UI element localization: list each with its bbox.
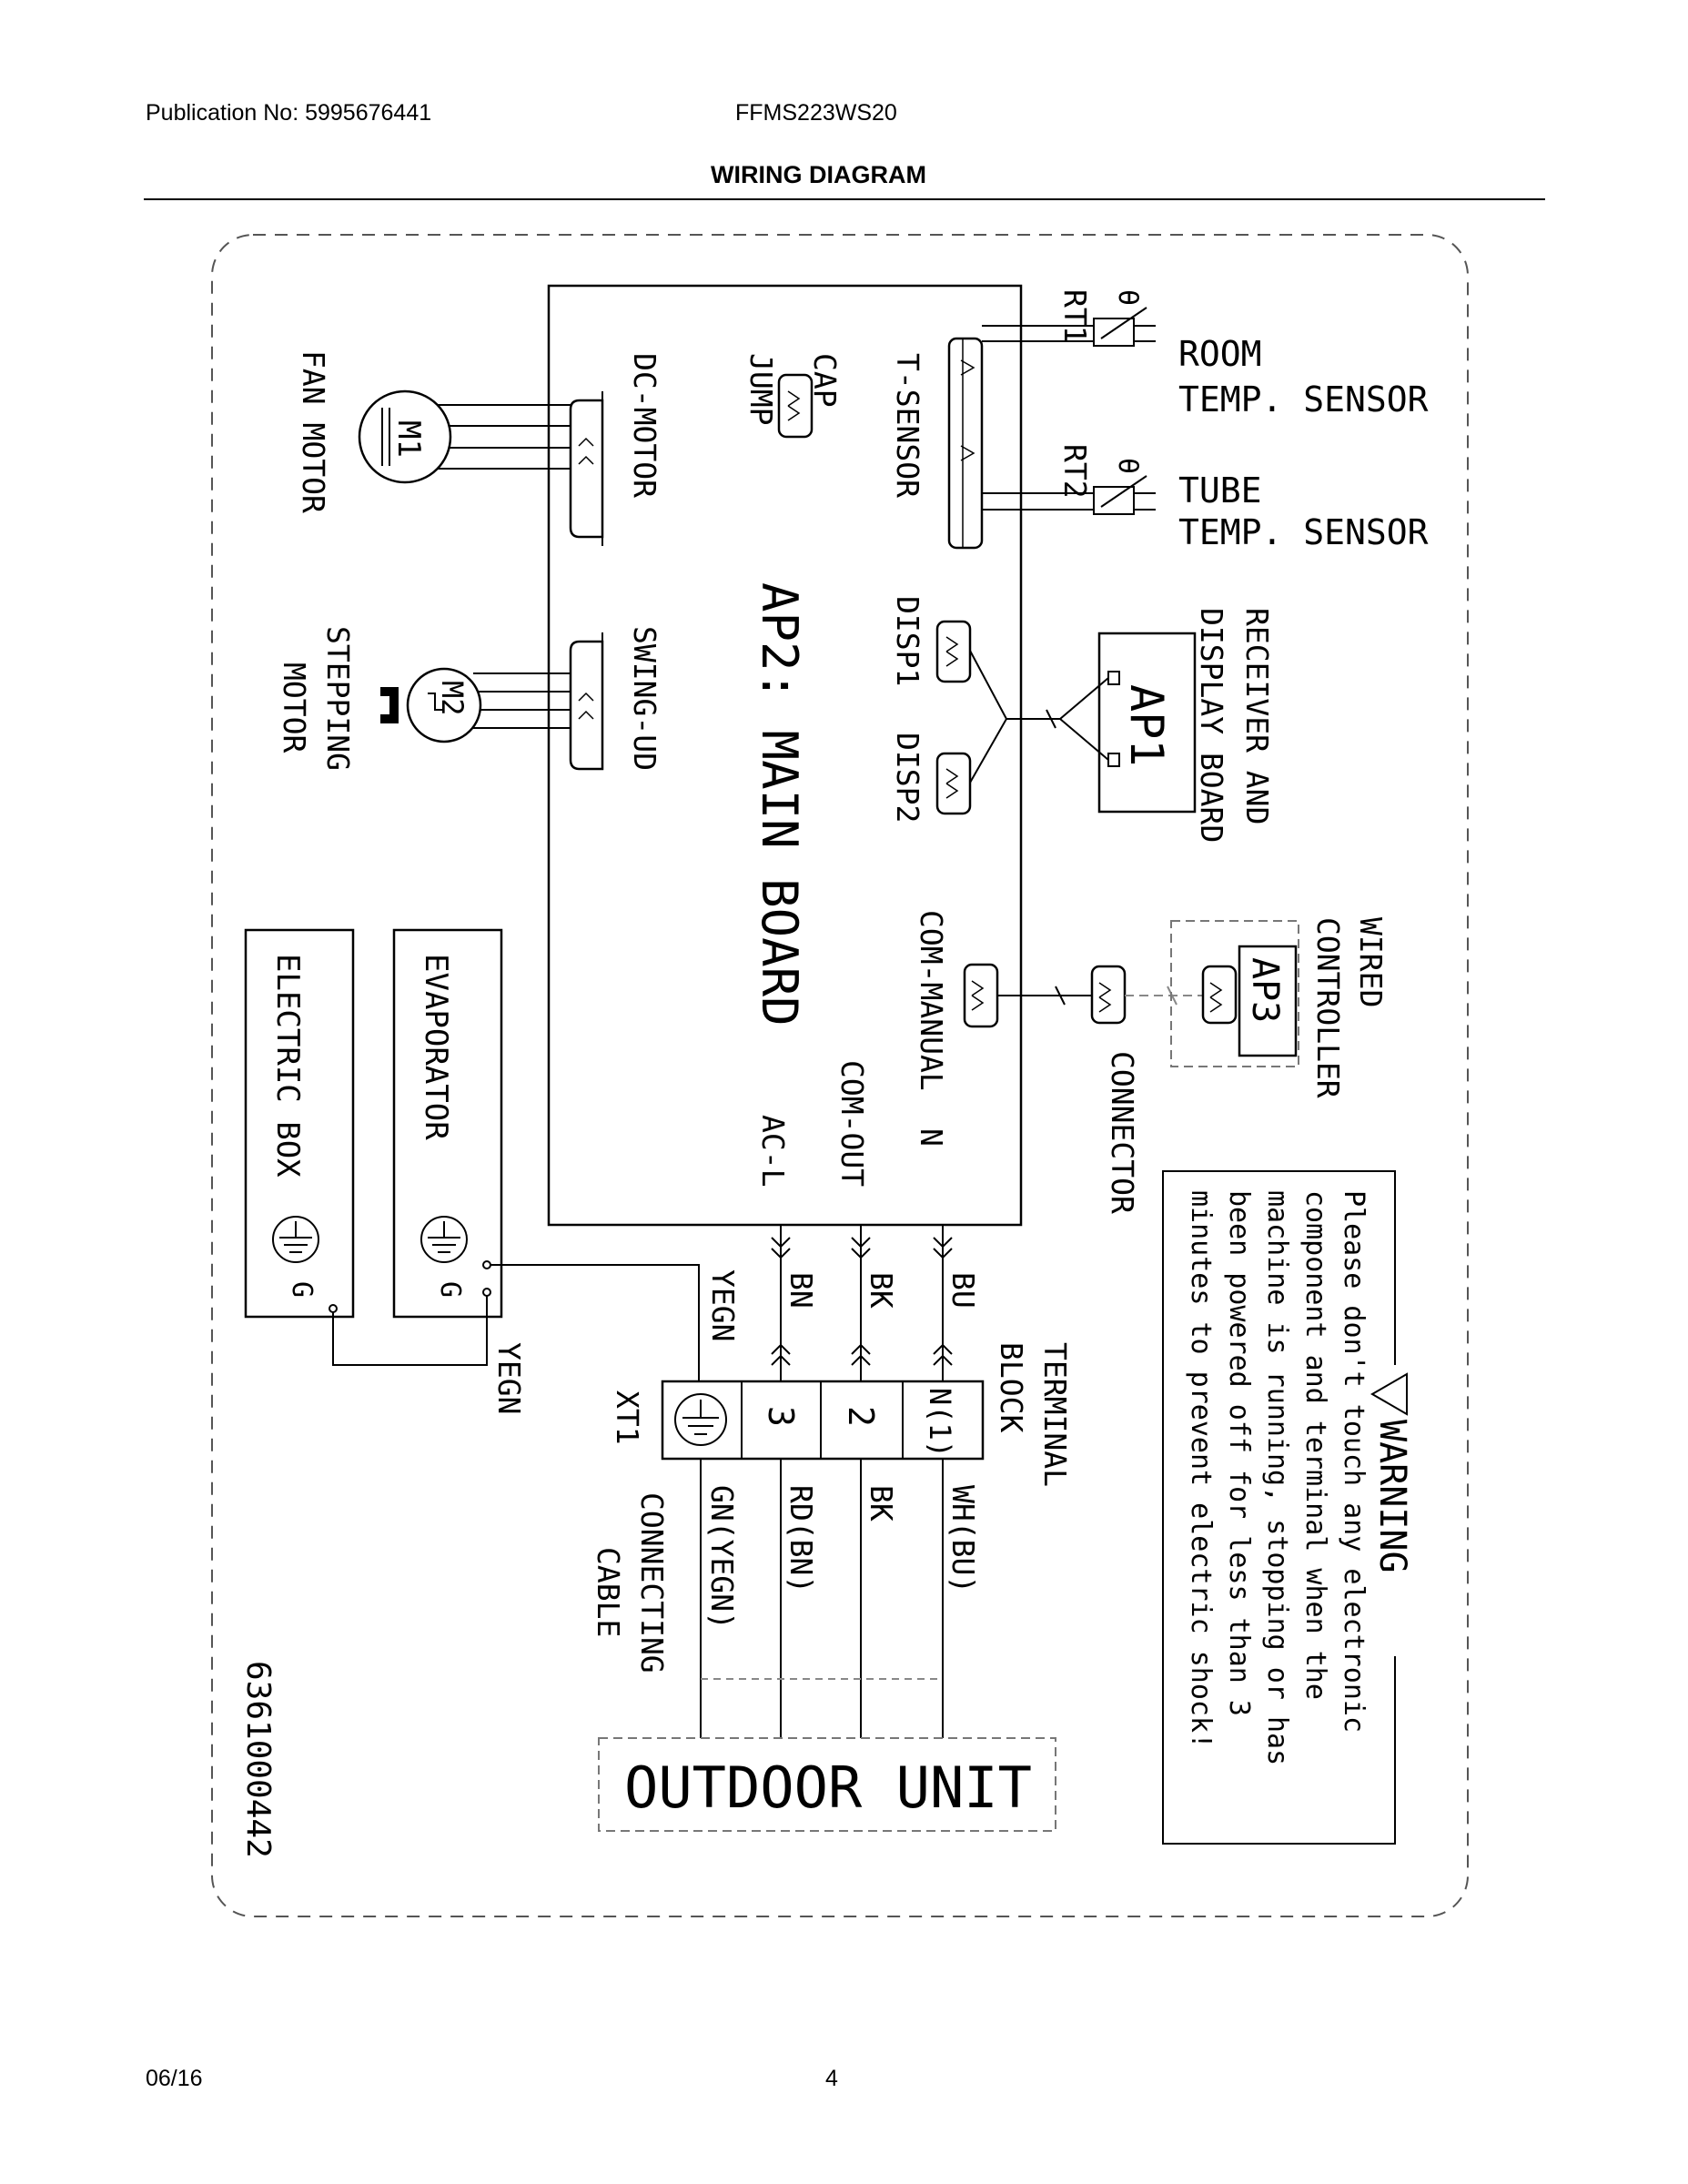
dc-motor-label: DC-MOTOR: [627, 353, 662, 498]
tube-temp-sensor: θ RT2 TUBE TEMP. SENSOR: [982, 444, 1429, 552]
ap3-wired-controller: AP3 WIRED CONTROLLER: [1170, 917, 1389, 1098]
n-label: N: [914, 1128, 949, 1147]
rt1-theta: θ: [1112, 289, 1144, 306]
g1-label: G: [286, 1281, 318, 1298]
swing-ud-label: SWING-UD: [627, 626, 662, 771]
terminal-block-label-1: TERMINAL: [1037, 1342, 1073, 1487]
terminal-n1: N(1): [923, 1388, 957, 1458]
part-number: 6361000442: [239, 1661, 277, 1858]
com-manual-label: COM-MANUAL: [914, 910, 949, 1091]
wire-bn-label: BN: [783, 1272, 819, 1309]
disp1-connector: DISP1: [890, 596, 972, 686]
stepping-label-1: STEPPING: [320, 626, 356, 771]
main-board: AP2: MAIN BOARD: [547, 284, 1023, 1227]
display-board-label-1: RECEIVER AND: [1239, 608, 1275, 824]
warning-line-2: component and terminal when the: [1299, 1190, 1331, 1700]
dc-motor-connector: DC-MOTOR: [437, 353, 662, 546]
page-title: WIRING DIAGRAM: [711, 161, 926, 188]
evaporator: EVAPORATOR G: [392, 928, 503, 1319]
header-rule: [144, 198, 1545, 200]
t-sensor-connector: T-SENSOR: [890, 337, 984, 550]
connecting-cable-label-2: CABLE: [591, 1547, 626, 1637]
model-number: FFMS223WS20: [735, 100, 897, 126]
stepping-label-2: MOTOR: [277, 662, 312, 753]
terminal-block: 3 2 N(1) XT1 TERMINAL BLOCK: [610, 1342, 1073, 1487]
warning-title: WARNING: [1371, 1420, 1413, 1573]
com-out-label: COM-OUT: [834, 1060, 870, 1187]
warning-line-5: minutes to prevent electric shock!: [1185, 1190, 1217, 1749]
warning-triangle-icon: [1370, 1372, 1408, 1416]
footer-page-number: 4: [825, 2066, 838, 2091]
power-wires: [771, 1225, 953, 1381]
wire-bk-top-label: BK: [864, 1272, 899, 1309]
terminal-3: 3: [761, 1406, 801, 1427]
wire-wh-label: WH(BU): [945, 1485, 981, 1593]
ap1-display-board: AP1 RECEIVER AND DISPLAY BOARD: [1097, 608, 1275, 843]
main-board-label: AP2: MAIN BOARD: [751, 582, 808, 1026]
wire-gn-label: GN(YEGN): [704, 1485, 740, 1630]
disp2-label: DISP2: [890, 733, 925, 823]
display-wiring: [969, 650, 1120, 784]
wired-controller-label-2: CONTROLLER: [1310, 917, 1346, 1098]
publication-number: Publication No: 5995676441: [146, 100, 432, 126]
ac-l-label: AC-L: [755, 1115, 791, 1187]
m1-label: M1: [390, 420, 427, 458]
tube-sensor-label-1: TUBE: [1178, 470, 1262, 511]
com-manual-connector: COM-MANUAL: [914, 910, 1092, 1091]
connecting-cable-label-1: CONNECTING: [634, 1492, 670, 1673]
diagram-frame: [211, 234, 1469, 1917]
warning-line-4: been powered off for less than 3: [1223, 1190, 1255, 1716]
wire-bu-label: BU: [945, 1272, 981, 1309]
fan-motor-label: FAN MOTOR: [296, 350, 331, 513]
wired-controller-connector: CONNECTOR: [1090, 965, 1203, 1214]
rt2-theta: θ: [1112, 458, 1144, 474]
t-sensor-label: T-SENSOR: [890, 353, 925, 498]
disp2-connector: DISP2: [890, 733, 972, 823]
stepping-motor-m2: M2 STEPPING MOTOR: [277, 626, 482, 771]
wired-controller-label-1: WIRED: [1353, 917, 1389, 1007]
jump-label: JUMP: [743, 353, 779, 425]
tube-sensor-label-2: TEMP. SENSOR: [1178, 512, 1429, 552]
m2-label: M2: [435, 681, 470, 716]
outdoor-unit-label: OUTDOOR UNIT: [624, 1754, 1032, 1821]
electric-box-label: ELECTRIC BOX: [269, 954, 306, 1178]
footer-date: 06/16: [146, 2066, 203, 2091]
ap3-label: AP3: [1244, 957, 1286, 1023]
power-terminals: N COM-OUT AC-L: [755, 1060, 949, 1187]
xt1-label: XT1: [610, 1390, 645, 1445]
yegn-left-label: YEGN: [491, 1342, 527, 1414]
room-temp-sensor: θ RT1 ROOM TEMP. SENSOR: [982, 289, 1429, 420]
warning-box: WARNING Please don't touch any electroni…: [1162, 1170, 1415, 1845]
room-sensor-label-2: TEMP. SENSOR: [1178, 379, 1429, 420]
wire-rd-label: RD(BN): [783, 1485, 819, 1593]
terminal-2: 2: [841, 1406, 881, 1427]
wire-bk-bottom-label: BK: [864, 1485, 899, 1522]
ground-wiring: [332, 1264, 700, 1381]
fan-motor-m1: M1 FAN MOTOR: [296, 350, 452, 513]
warning-line-3: machine is running, stopping or has: [1261, 1190, 1293, 1765]
electric-box: ELECTRIC BOX G: [244, 928, 355, 1319]
yegn-main-label: YEGN: [705, 1269, 741, 1341]
cap-jump-connector: CAP JUMP: [743, 353, 843, 439]
room-sensor-label-1: ROOM: [1178, 334, 1262, 374]
warning-line-1: Please don't touch any electronic: [1338, 1190, 1370, 1733]
outdoor-unit: OUTDOOR UNIT: [598, 1737, 1056, 1832]
display-board-label-2: DISPLAY BOARD: [1194, 608, 1229, 843]
cap-label: CAP: [807, 353, 843, 408]
swing-ud-connector: SWING-UD: [473, 626, 662, 771]
terminal-block-label-2: BLOCK: [994, 1342, 1029, 1432]
connector-label: CONNECTOR: [1105, 1051, 1140, 1214]
ap1-label: AP1: [1120, 684, 1173, 766]
stepping-motor-bracket: [380, 687, 399, 723]
g2-label: G: [434, 1281, 466, 1298]
disp1-label: DISP1: [890, 596, 925, 686]
rt1-label: RT1: [1057, 289, 1093, 344]
rt2-label: RT2: [1057, 444, 1093, 499]
connecting-cable-wires: [700, 1459, 944, 1738]
evaporator-label: EVAPORATOR: [418, 954, 454, 1140]
